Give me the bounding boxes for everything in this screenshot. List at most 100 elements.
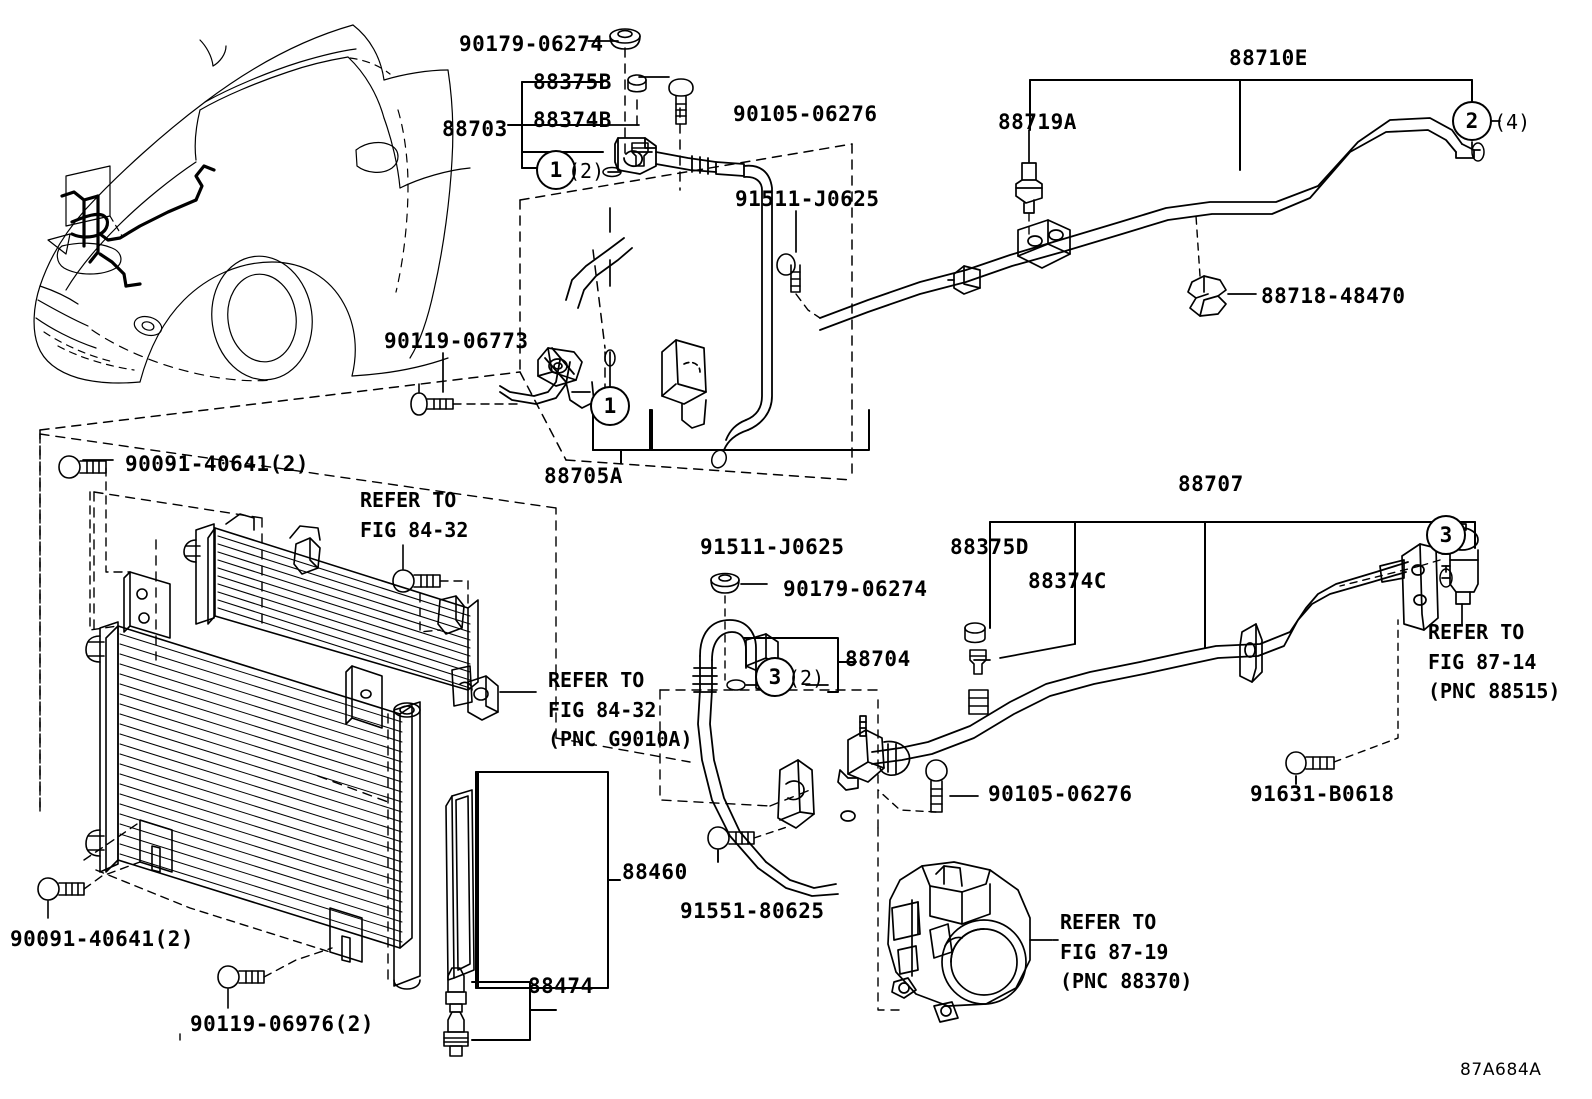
bolt-90119-06773 [410,383,454,416]
label-bolt-91551-80625: 91551-80625 [680,899,825,923]
label-grommet-88375b: 88375B [533,70,612,94]
oring-circle2 [1471,142,1485,162]
label-grommet-88375d: 88375D [950,535,1029,559]
leaders-88374c [973,643,1076,661]
label-bolt-90119-06773: 90119-06773 [384,329,529,353]
dashed-90119-06976 [95,869,333,978]
grommet-88375d [964,622,986,644]
bolt-90105-06276-top [668,78,694,125]
dashed-88718 [1195,215,1201,277]
circle-2-qty: (4) [1494,110,1531,134]
bolt-90105-06276-lower [925,759,948,813]
vehicle-illustration [33,24,471,384]
clamp-88718-48470 [1187,275,1227,317]
dashed-90105-lower [877,789,937,813]
pipe-88707 [871,561,1409,765]
oring-circle3-pipe [1439,568,1453,588]
circle-3-hose-qty: (2) [788,666,825,690]
oring-small-88703-end [710,449,728,469]
pressure-switch-88719a [1015,162,1043,214]
leaders-refer [499,691,1059,941]
label-bolt-91631-b0618: 91631-B0618 [1250,782,1395,806]
label-clamp-88718-48470: 88718-48470 [1261,284,1406,308]
cushion-88474-lower [443,1011,469,1057]
label-refer-fig-87-19: REFER TO FIG 87-19 (PNC 88370) [1060,910,1193,994]
oring-88704 [726,679,746,691]
dashed-87-14 [1339,559,1441,587]
hose-clamp-mid [661,339,707,429]
bracket-88705a-box [592,409,651,464]
label-nut-90179-06274-top: 90179-06274 [459,32,604,56]
hose-88703-tube [723,164,773,451]
condenser-side-seal [445,789,475,981]
label-nut-90179-lower: 90179-06274 [783,577,928,601]
circle-1-upper-qty: (2) [568,159,605,183]
label-bolt-90119-06976: 90119-06976(2) [190,1012,375,1036]
label-clamp-88374b: 88374B [533,108,612,132]
hose-88704-bracket [777,759,856,829]
grommet-88375b [627,74,647,93]
oring-dot-circle1 [604,349,616,367]
label-pipe-88710e: 88710E [1229,46,1308,70]
dashed-exploded-lines-top [624,47,681,191]
nut-90179-06274-top [609,28,641,50]
dashed-84-32 [419,580,469,633]
pipe-88707-left-connector [837,715,911,791]
bolt-90091-40641-lower [37,877,85,919]
condenser-88460 [183,513,499,721]
hose-88705a-bracket [537,347,583,387]
valve-87-14 [1441,523,1479,605]
dashed-boxes-mid [555,507,881,807]
dashed-91511-upper [795,293,821,319]
label-refer-fig-87-14: REFER TO FIG 87-14 (PNC 88515) [1428,620,1561,704]
clamp-88374c [968,649,989,715]
dashed-90091-lower [83,821,141,890]
oring-marker-small-upper [602,166,622,178]
label-pressure-switch-88719a: 88719A [998,110,1077,134]
label-clamp-88374c: 88374C [1028,569,1107,593]
bracket-88707 [989,521,1476,649]
nut-90179-06274-lower [710,572,740,594]
dashed-frame-condenser [39,433,557,1041]
label-cushion-88474: 88474 [528,974,594,998]
label-hose-88703: 88703 [442,117,508,141]
hose-88703-fitting [614,137,745,177]
pipe-88710e-left-joint [947,265,981,295]
circle-3-hose: 3 [755,657,795,697]
label-bolt-90105-06276-top: 90105-06276 [733,102,878,126]
pipe-88707-flange [1379,543,1439,631]
circle-2: 2 [1452,101,1492,141]
label-bolt-90091-lower: 90091-40641(2) [10,927,195,951]
circle-1-upper: 1 [536,150,576,190]
pipe-88707-bracket-mid [1239,623,1263,683]
clip-91511-J0625-upper [776,253,801,293]
label-hose-88704: 88704 [845,647,911,671]
label-clip-91511-lower: 91511-J0625 [700,535,845,559]
label-pipe-88707: 88707 [1178,472,1244,496]
label-condenser-88460: 88460 [622,860,688,884]
bolt-90091-40641-upper [58,455,107,479]
bracket-88710e [1029,79,1473,171]
bracket-88704 [743,637,857,693]
label-refer-fig-84-32-pnc: REFER TO FIG 84-32 (PNC G9010A) [548,668,693,752]
condenser-core [85,571,421,990]
dashed-compressor [877,699,901,1011]
label-bolt-90105-06276-lower: 90105-06276 [988,782,1133,806]
bracket-88474 [475,771,609,989]
bolt-90119-06976 [217,965,265,1009]
dashed-91631 [1333,619,1399,763]
compressor-88370 [887,861,1031,1023]
label-bolt-90091-upper: 90091-40641(2) [125,452,310,476]
label-hose-88705a: 88705A [544,464,623,488]
dashed-91551 [753,825,791,839]
cushion-88474-upper [445,967,467,1013]
circle-1-lower: 1 [590,386,630,426]
dashed-88705a [39,143,853,813]
label-clip-91511-upper: 91511-J0625 [735,187,880,211]
pipe-88710e-block [1017,219,1071,269]
dashed-90091-upper [89,467,131,631]
bracket-88474-inner [471,981,557,1041]
bolt-84-32-cooler [392,544,441,593]
